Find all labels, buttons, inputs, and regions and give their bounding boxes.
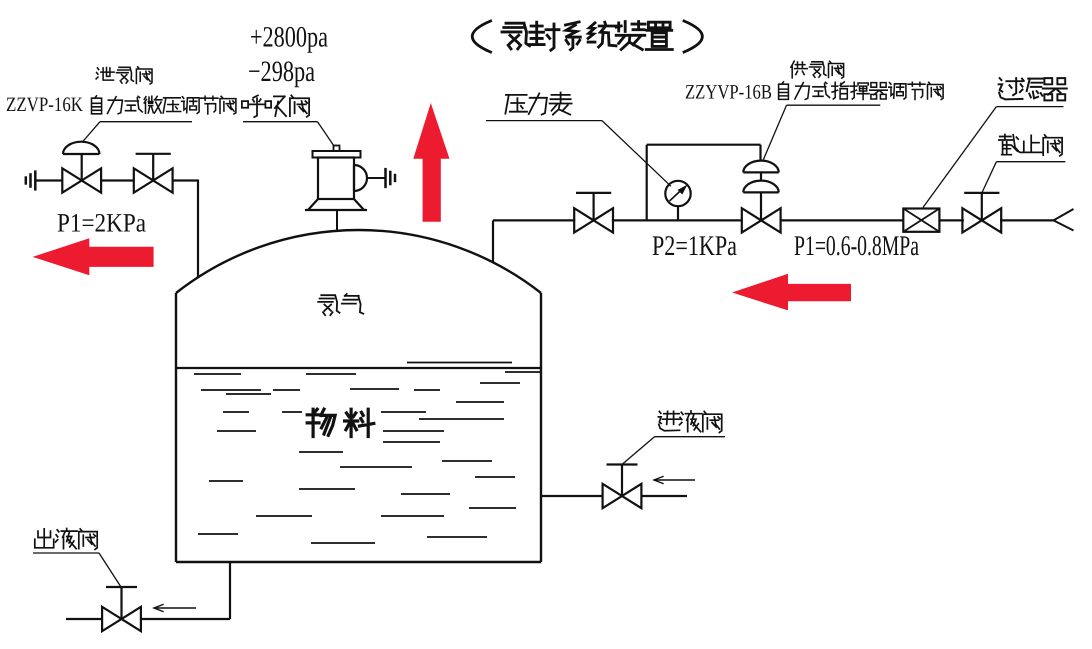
svg-text:P2=1KPa: P2=1KPa: [652, 231, 737, 262]
svg-text:+2800pa: +2800pa: [250, 22, 328, 54]
svg-text:ZZVP-16K: ZZVP-16K: [6, 94, 83, 116]
svg-text:ZZYVP-16B: ZZYVP-16B: [685, 82, 772, 104]
svg-text:−298pa: −298pa: [248, 56, 315, 88]
svg-text:P1=2KPa: P1=2KPa: [57, 208, 146, 238]
svg-text:P1=0.6-0.8MPa: P1=0.6-0.8MPa: [794, 231, 919, 262]
